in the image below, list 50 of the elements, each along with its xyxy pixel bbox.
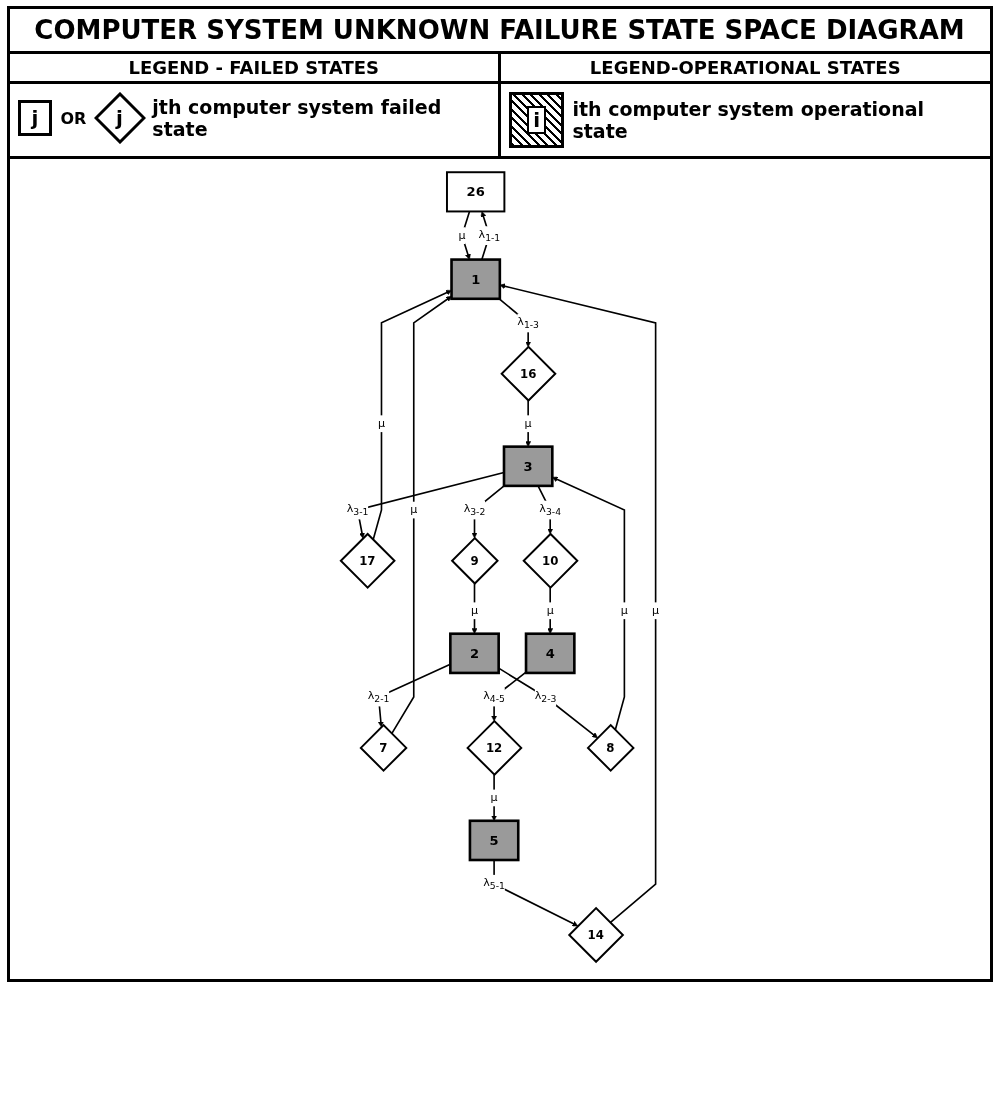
arrow xyxy=(390,295,452,735)
arrow xyxy=(524,399,531,447)
node-box: 5 xyxy=(468,819,520,862)
node-diamond: 9 xyxy=(450,536,499,585)
node-box: 2 xyxy=(448,632,500,675)
edge-label: λ$_{5-1}$ xyxy=(482,876,505,892)
edge-label: λ$_{1-3}$ xyxy=(516,314,539,331)
edge-label: μ xyxy=(620,603,628,617)
edge-label: μ xyxy=(377,416,385,430)
arrow xyxy=(371,289,452,541)
edge-label: μ xyxy=(470,603,478,617)
edge-label: μ xyxy=(457,228,465,242)
node-diamond: 17 xyxy=(338,532,396,589)
arrow xyxy=(546,586,553,634)
edge-label: λ$_{2-1}$ xyxy=(367,688,389,705)
edge-label: μ xyxy=(409,502,417,516)
arrow xyxy=(471,485,505,539)
node-box: 4 xyxy=(524,632,576,675)
legend-heading: LEGEND - FAILED STATES xyxy=(9,54,498,84)
arrow xyxy=(490,671,527,722)
edge-label: λ$_{4-5}$ xyxy=(482,688,505,705)
edge-label: μ xyxy=(651,603,659,617)
edge-label: λ$_{3-2}$ xyxy=(463,501,485,518)
legend-operational-square: i xyxy=(509,92,565,148)
legend-failed-diamond: j xyxy=(94,92,145,144)
edge-label: μ xyxy=(546,603,554,617)
node-diamond: 16 xyxy=(499,345,557,402)
node-box: 3 xyxy=(502,445,554,488)
legend-failed-square: j xyxy=(17,100,53,136)
arrow xyxy=(471,582,477,634)
edge-label: λ$_{1-1}$ xyxy=(478,227,500,243)
node-diamond: 10 xyxy=(521,532,579,589)
arrow xyxy=(551,476,625,731)
edge-label: λ$_{3-4}$ xyxy=(538,501,561,518)
node-box: 26 xyxy=(445,171,505,213)
legend-text: ith computer system operational state xyxy=(572,98,926,142)
node-diamond: 7 xyxy=(358,723,408,772)
edge-label: λ$_{3-1}$ xyxy=(346,501,368,518)
node-box: 1 xyxy=(449,258,501,301)
legend-text: OR xyxy=(60,108,87,128)
arrow xyxy=(356,471,505,539)
legend-text: jth computer system failed state xyxy=(152,96,443,140)
edge-label: λ$_{2-3}$ xyxy=(534,688,556,705)
edge-label: μ xyxy=(490,790,498,804)
diagram-title: COMPUTER SYSTEM UNKNOWN FAILURE STATE SPACE DIAGRAM xyxy=(9,9,990,54)
legend-heading: LEGEND-OPERATIONAL STATES xyxy=(501,54,990,84)
node-diamond: 12 xyxy=(465,719,523,777)
edge-label: μ xyxy=(524,416,532,430)
node-diamond: 14 xyxy=(567,906,624,964)
node-diamond: 8 xyxy=(586,723,635,772)
